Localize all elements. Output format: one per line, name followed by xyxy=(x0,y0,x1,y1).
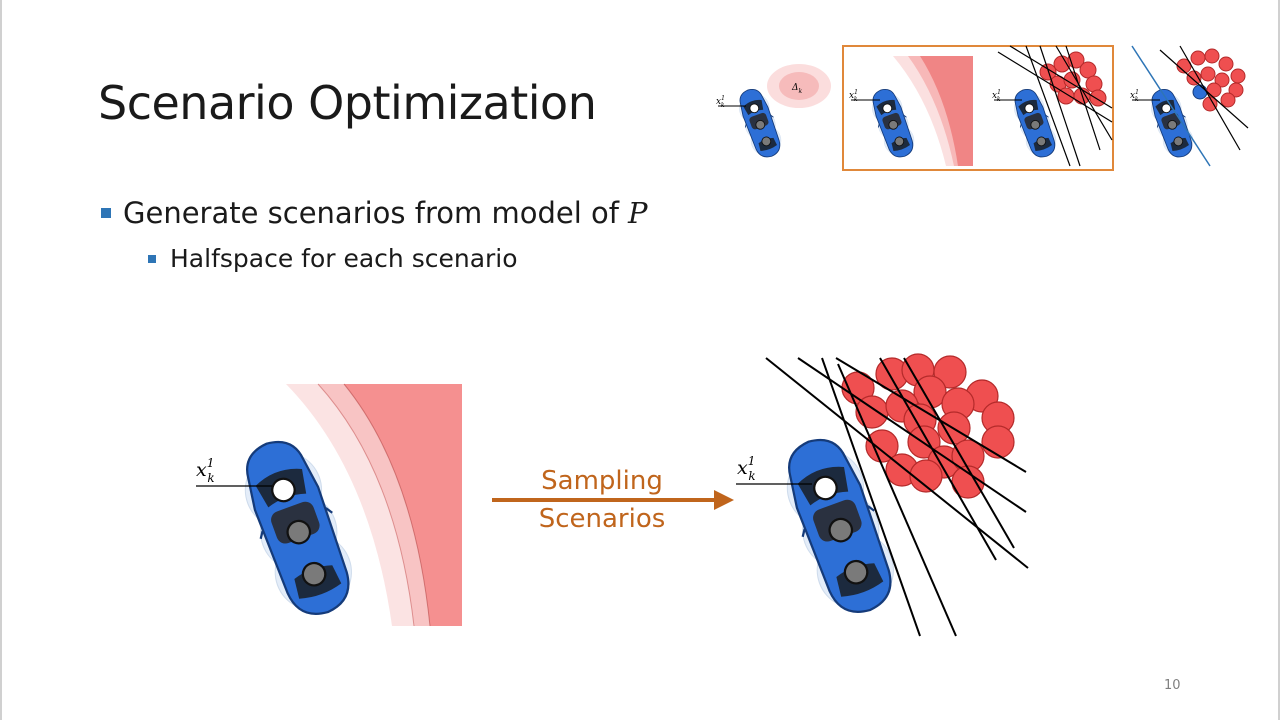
math-variable-p: P xyxy=(627,196,648,230)
sub-bullet-marker-icon xyxy=(148,254,156,263)
slide-left-border xyxy=(0,0,2,720)
top-view-car-icon xyxy=(1008,84,1062,162)
uncertainty-region-inner xyxy=(779,72,819,100)
uncertainty-label: Δk xyxy=(791,83,803,95)
blue-boundary-line xyxy=(1131,45,1211,167)
sub-bullet-text: Halfspace for each scenario xyxy=(170,244,518,273)
bullet-level-2: Halfspace for each scenario xyxy=(148,244,518,273)
page-number: 10 xyxy=(1164,678,1181,693)
halfspace-dark xyxy=(920,56,973,166)
arrow-label-line2: Scenarios xyxy=(538,504,666,534)
slide-right-border xyxy=(1278,0,1280,720)
halfspace-lines-thumb3 xyxy=(997,45,1113,167)
arrow-label-line1: Sampling xyxy=(541,466,663,496)
halfspace-lines xyxy=(765,357,1029,637)
bullet-text: Generate scenarios from model of xyxy=(123,196,619,230)
arrow-label: Sampling Scenarios xyxy=(520,462,684,538)
bullet-level-1: Generate scenarios from model of P xyxy=(101,196,647,230)
halfspace-dark-main xyxy=(344,384,462,626)
right-arrow-icon xyxy=(492,490,734,510)
sampled-scenarios xyxy=(841,353,1015,499)
slide-title: Scenario Optimization xyxy=(98,76,597,130)
sample-cluster-thumb4 xyxy=(1176,48,1246,112)
top-view-car-icon xyxy=(1145,84,1199,162)
halfspace-lines-thumb4 xyxy=(1159,45,1249,151)
bullet-marker-icon xyxy=(101,208,111,218)
top-view-car-icon xyxy=(866,84,920,162)
highlight-box xyxy=(842,45,1114,171)
